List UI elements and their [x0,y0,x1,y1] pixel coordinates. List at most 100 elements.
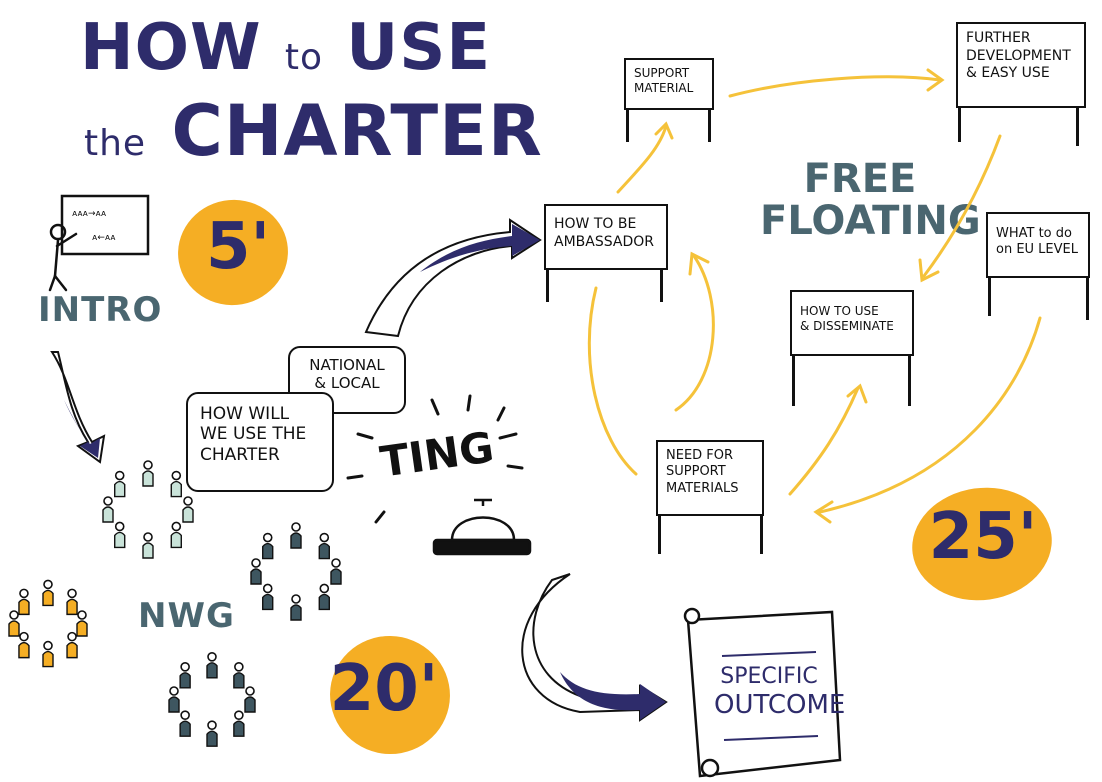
presenter-icon: ᴀᴀᴀ→ᴀᴀ ᴀ←ᴀᴀ [48,194,150,292]
eu-level-leg-left [988,276,991,316]
person-icon [330,558,342,585]
further-development-sign: FURTHER DEVELOPMENT & EASY USE [956,22,1086,108]
eu-level-line1: WHAT to do [996,226,1072,241]
eu-level-sign: WHAT to do on EU LEVEL [986,212,1090,278]
eu-level-leg-right [1086,276,1089,320]
how-will-line3: CHARTER [200,444,280,465]
person-icon [206,720,218,747]
support-material-sign: SUPPORT MATERIAL [624,58,714,110]
person-icon [76,610,88,637]
person-icon [66,588,78,616]
need-support-sign: NEED for SUPPORT MATERIALS [656,440,764,516]
person-icon [290,522,302,549]
person-icon [206,651,218,679]
nwg-groups [8,460,342,747]
free-floating-line1: FREE [803,156,917,202]
disseminate-line2: & DISSEMINATE [800,319,894,333]
person-icon [262,583,274,611]
further-development-leg-right [1076,106,1079,146]
free-floating-time: 25' [928,500,1038,574]
intro-time: 5' [205,210,271,284]
intro-label: INTRO [38,290,163,330]
person-icon [8,610,20,637]
title-use: USE [346,11,492,85]
person-icon [114,470,126,498]
ambassador-line2: AMBASSADOR [554,233,654,250]
further-development-line3: & EASY USE [966,65,1050,81]
eu-level-line2: on EU LEVEL [996,242,1078,258]
person-icon [66,631,78,659]
support-material-leg-right [708,108,711,142]
svg-text:ᴀᴀᴀ→ᴀᴀ: ᴀᴀᴀ→ᴀᴀ [72,209,107,219]
need-support-line3: MATERIALS [666,480,739,496]
ting-to-outcome-arrow [521,573,668,722]
person-icon [114,521,126,549]
svg-text:ᴀ←ᴀᴀ: ᴀ←ᴀᴀ [92,233,116,243]
title-how: HOW [80,11,262,85]
need-support-leg-right [760,514,763,554]
how-will-line2: WE USE THE [200,424,307,445]
nwg-label: NWG [138,596,235,636]
support-material-leg-left [626,108,629,142]
person-icon [170,470,182,498]
person-icon [250,558,262,585]
ambassador-leg-right [660,268,663,302]
disseminate-leg-left [792,354,795,406]
further-development-line2: DEVELOPMENT [966,47,1071,64]
person-icon [142,460,154,487]
need-support-line2: SUPPORT [666,464,726,480]
person-icon [233,710,245,737]
person-icon [142,532,154,559]
title-line-2: the CHARTER [84,96,543,166]
nwg-to-ambassador-arrow [364,218,542,338]
outcome-line2: OUTCOME [714,690,846,721]
outcome-scroll [683,607,842,778]
national-line1: NATIONAL [309,356,385,374]
person-icon [170,521,182,549]
person-icon [179,710,191,737]
title-to: to [284,37,323,78]
person-icon [290,594,302,621]
free-floating-label: FREE FLOATING [760,156,981,244]
person-icon [244,686,256,713]
support-material-line2: MATERIAL [634,81,694,95]
nwg-time: 20' [329,652,439,726]
need-support-leg-left [658,514,661,554]
person-icon [318,532,330,560]
person-icon [42,640,54,668]
ambassador-sign: HOW TO BE AMBASSADOR [544,204,668,270]
person-icon [18,631,30,659]
free-floating-line2: FLOATING [760,198,981,244]
intro-to-nwg-arrow [50,351,106,464]
further-development-line1: FURTHER [966,30,1031,46]
title-charter: CHARTER [171,90,543,172]
national-line2: & LOCAL [314,374,380,392]
outcome-text: SPECIFIC OUTCOME [714,664,846,722]
person-icon [179,662,191,689]
ambassador-line1: HOW TO BE [554,216,637,232]
how-will-line1: HOW WILL [200,404,290,424]
person-icon [18,588,30,616]
support-material-line1: SUPPORT [634,66,690,80]
how-will-bubble: HOW WILL WE USE THE CHARTER [186,392,334,492]
disseminate-sign: HOW TO USE & DISSEMINATE [790,290,914,356]
person-icon [182,496,194,523]
title-the: the [84,123,147,164]
person-icon [42,579,54,607]
ting-rays [346,394,524,524]
outcome-line1: SPECIFIC [720,664,818,689]
bell-icon [432,498,532,556]
ambassador-leg-left [546,268,549,302]
person-icon [233,662,245,689]
person-icon [262,532,274,560]
need-support-line1: NEED for [666,448,734,463]
person-icon [318,583,330,611]
person-icon [168,686,180,713]
title-line-1: HOW to USE [80,16,491,80]
disseminate-line1: HOW TO USE [800,304,879,318]
further-development-leg-left [958,106,961,142]
person-icon [102,496,114,523]
disseminate-leg-right [908,354,911,406]
